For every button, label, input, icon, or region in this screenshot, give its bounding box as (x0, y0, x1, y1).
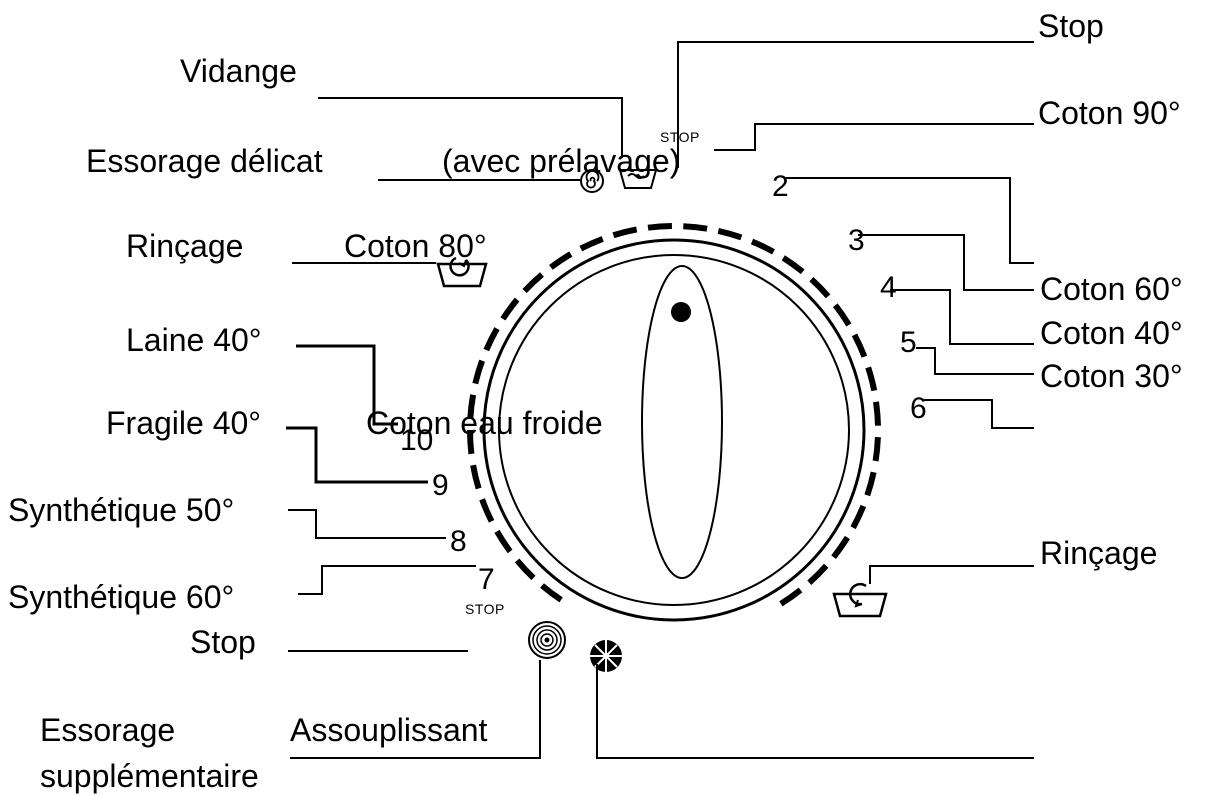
drain-basin-icon (618, 169, 658, 189)
dial-ring-segment (579, 236, 604, 252)
label-supplementaire: supplémentaire (40, 758, 259, 794)
dial-ring-segment (483, 327, 500, 352)
dial-ring-segment (470, 464, 482, 490)
dial-ring-segment (779, 587, 803, 607)
dial-ring (482, 238, 866, 622)
dial-ring-segment (466, 429, 475, 455)
dial-ring-segment (831, 535, 850, 559)
dial-ring-segment (865, 366, 878, 392)
dial-ring-segment (864, 471, 877, 497)
dial-ring-segment (781, 255, 805, 275)
dial-ring-segment (851, 333, 868, 358)
label-coton-90: Coton 90° (1038, 95, 1181, 131)
label-coton-eau-froide: Coton eau froide (366, 405, 603, 441)
label-coton-60: Coton 60° (1040, 271, 1183, 307)
dial-ring-segment (873, 401, 881, 426)
label-rincage-left: Rinçage (126, 228, 243, 264)
label-essorage-delicat: Essorage délicat (86, 143, 323, 179)
softener-flower-icon (590, 640, 622, 672)
label-stop-bottom: Stop (190, 624, 256, 660)
dial-number-2: 2 (772, 170, 789, 203)
dial-inner-ring (498, 254, 850, 606)
label-coton-40: Coton 40° (1040, 315, 1183, 351)
label-synthetique-50: Synthétique 50° (8, 492, 234, 528)
program-dial (466, 223, 881, 622)
dial-outer-segmented-ring (466, 223, 881, 607)
dial-ring-segment (872, 436, 881, 462)
dial-ring-segment (832, 303, 852, 327)
dial-number-9: 9 (432, 469, 449, 502)
dial-number-6: 6 (910, 392, 927, 425)
dial-ring-segment (750, 238, 775, 255)
label-coton-80: Coton 80° (344, 228, 487, 264)
rinse-basin-icon-left (436, 256, 488, 288)
dial-number-7: 7 (478, 563, 495, 596)
dial-number-4: 4 (880, 271, 897, 304)
dial-ring-segment (540, 583, 563, 603)
dial-number-10: 10 (400, 424, 433, 457)
dial-ring-segment (500, 297, 520, 321)
rinse-basin-icon-right (832, 582, 888, 618)
dial-stop-mark-top: STOP (660, 129, 700, 145)
label-synthetique-60: Synthétique 60° (8, 579, 234, 615)
spin-spiral-icon (528, 621, 566, 659)
dial-stop-mark-bottom: STOP (465, 601, 505, 617)
label-essorage: Essorage (40, 712, 175, 748)
dial-ring-segment (522, 272, 544, 294)
dial-ring-segment (479, 498, 495, 523)
dial-ring-segment (549, 251, 573, 270)
dial-number-8: 8 (450, 525, 467, 558)
label-assouplissant: Assouplissant (290, 712, 488, 748)
dial-ring-segment (472, 359, 485, 385)
label-avec-prelavage: (avec prélavage) (442, 143, 680, 179)
dial-number-5: 5 (900, 326, 917, 359)
dial-ring-segment (809, 276, 831, 299)
label-fragile-40: Fragile 40° (106, 405, 261, 441)
dial-ring-segment (807, 563, 829, 585)
dial-ring-segment (467, 394, 477, 419)
dial-knob-grip[interactable] (641, 265, 723, 579)
label-vidange: Vidange (180, 53, 297, 89)
label-laine-40: Laine 40° (126, 322, 262, 358)
dial-ring-segment (612, 226, 638, 239)
dial-ring-segment (717, 227, 743, 241)
label-rincage-right: Rinçage (1040, 535, 1157, 571)
leader-lines (286, 41, 1034, 759)
label-coton-30: Coton 30° (1040, 358, 1183, 394)
spiral-icon (580, 169, 604, 193)
dial-ring-segment (514, 558, 536, 581)
dial-ring-segment (494, 529, 513, 554)
dial-ring-segment (850, 504, 867, 530)
dial-indicator-dot (671, 302, 691, 322)
dial-ring-segment (647, 223, 672, 231)
label-stop-top: Stop (1038, 8, 1104, 44)
dial-number-3: 3 (848, 224, 865, 257)
dial-ring-segment (683, 223, 708, 232)
